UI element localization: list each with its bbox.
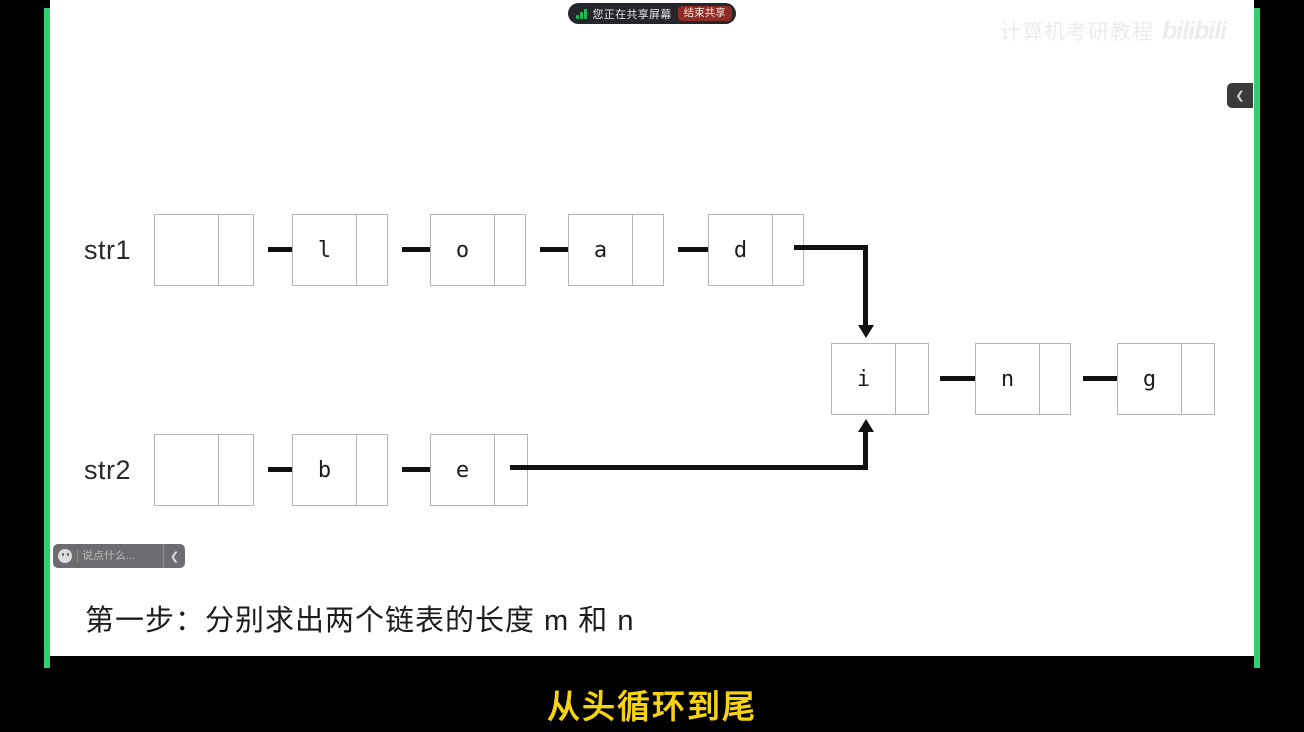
video-subtitle: 从头循环到尾	[547, 688, 757, 725]
danmaku-chat-bar: ❮	[53, 544, 185, 568]
node-pointer-cell	[896, 344, 928, 414]
slide-caption-text: 第一步：分别求出两个链表的长度 m 和 n	[85, 605, 635, 637]
node-str1-l: l	[292, 214, 388, 286]
node-pointer-cell	[357, 435, 387, 505]
node-pointer-cell	[1182, 344, 1214, 414]
node-value	[155, 215, 219, 285]
screen-share-border-left	[44, 8, 50, 668]
node-value: g	[1118, 344, 1182, 414]
node-value: o	[431, 215, 495, 285]
node-pointer-cell	[219, 215, 253, 285]
list-label-str2: str2	[84, 455, 132, 485]
node-pointer-cell	[633, 215, 663, 285]
node-value: n	[976, 344, 1040, 414]
node-pointer-cell	[773, 215, 803, 285]
linked-list-diagram: str1 l o a d	[50, 0, 1254, 656]
node-pointer-cell	[1040, 344, 1070, 414]
node-shared-g: g	[1117, 343, 1215, 415]
screen-share-banner: 您正在共享屏幕 结束共享	[568, 3, 736, 24]
chevron-left-icon: ❮	[169, 550, 180, 563]
node-pointer-cell	[495, 435, 527, 505]
node-value: i	[832, 344, 896, 414]
connector-str2-to-shared-horizontal	[510, 465, 868, 470]
node-pointer-cell	[219, 435, 253, 505]
node-shared-n: n	[975, 343, 1071, 415]
screen-share-status-text: 您正在共享屏幕	[592, 8, 672, 21]
node-str1-o: o	[430, 214, 526, 286]
node-pointer-cell	[495, 215, 525, 285]
node-pointer-cell	[357, 215, 387, 285]
connector-str1-to-shared-horizontal	[794, 245, 868, 250]
connector-str2-to-shared-vertical	[863, 432, 868, 470]
node-str2-e: e	[430, 434, 528, 506]
panel-collapse-button[interactable]: ❮	[1227, 83, 1253, 108]
danmaku-input[interactable]	[77, 550, 163, 562]
node-value: d	[709, 215, 773, 285]
node-str2-head	[154, 434, 254, 506]
connector-str1-to-shared-vertical	[863, 245, 868, 327]
node-str1-a: a	[568, 214, 664, 286]
chat-collapse-button[interactable]: ❮	[163, 544, 185, 568]
signal-bars-icon	[576, 8, 587, 19]
shared-slide-area: str1 l o a d	[50, 0, 1254, 656]
node-value	[155, 435, 219, 505]
chevron-left-icon: ❮	[1235, 90, 1245, 102]
node-str2-b: b	[292, 434, 388, 506]
node-str1-d: d	[708, 214, 804, 286]
node-value: e	[431, 435, 495, 505]
node-value: l	[293, 215, 357, 285]
arrowhead-str2-into-i	[857, 419, 874, 432]
arrowhead-str1-into-i	[857, 325, 874, 338]
stop-share-button[interactable]: 结束共享	[677, 5, 732, 22]
node-value: a	[569, 215, 633, 285]
node-str1-head	[154, 214, 254, 286]
emoji-face-icon	[58, 549, 72, 563]
node-shared-i: i	[831, 343, 929, 415]
node-value: b	[293, 435, 357, 505]
screen-share-border-right	[1254, 8, 1260, 668]
list-label-str1: str1	[84, 235, 132, 265]
emoji-picker-button[interactable]	[53, 544, 77, 568]
